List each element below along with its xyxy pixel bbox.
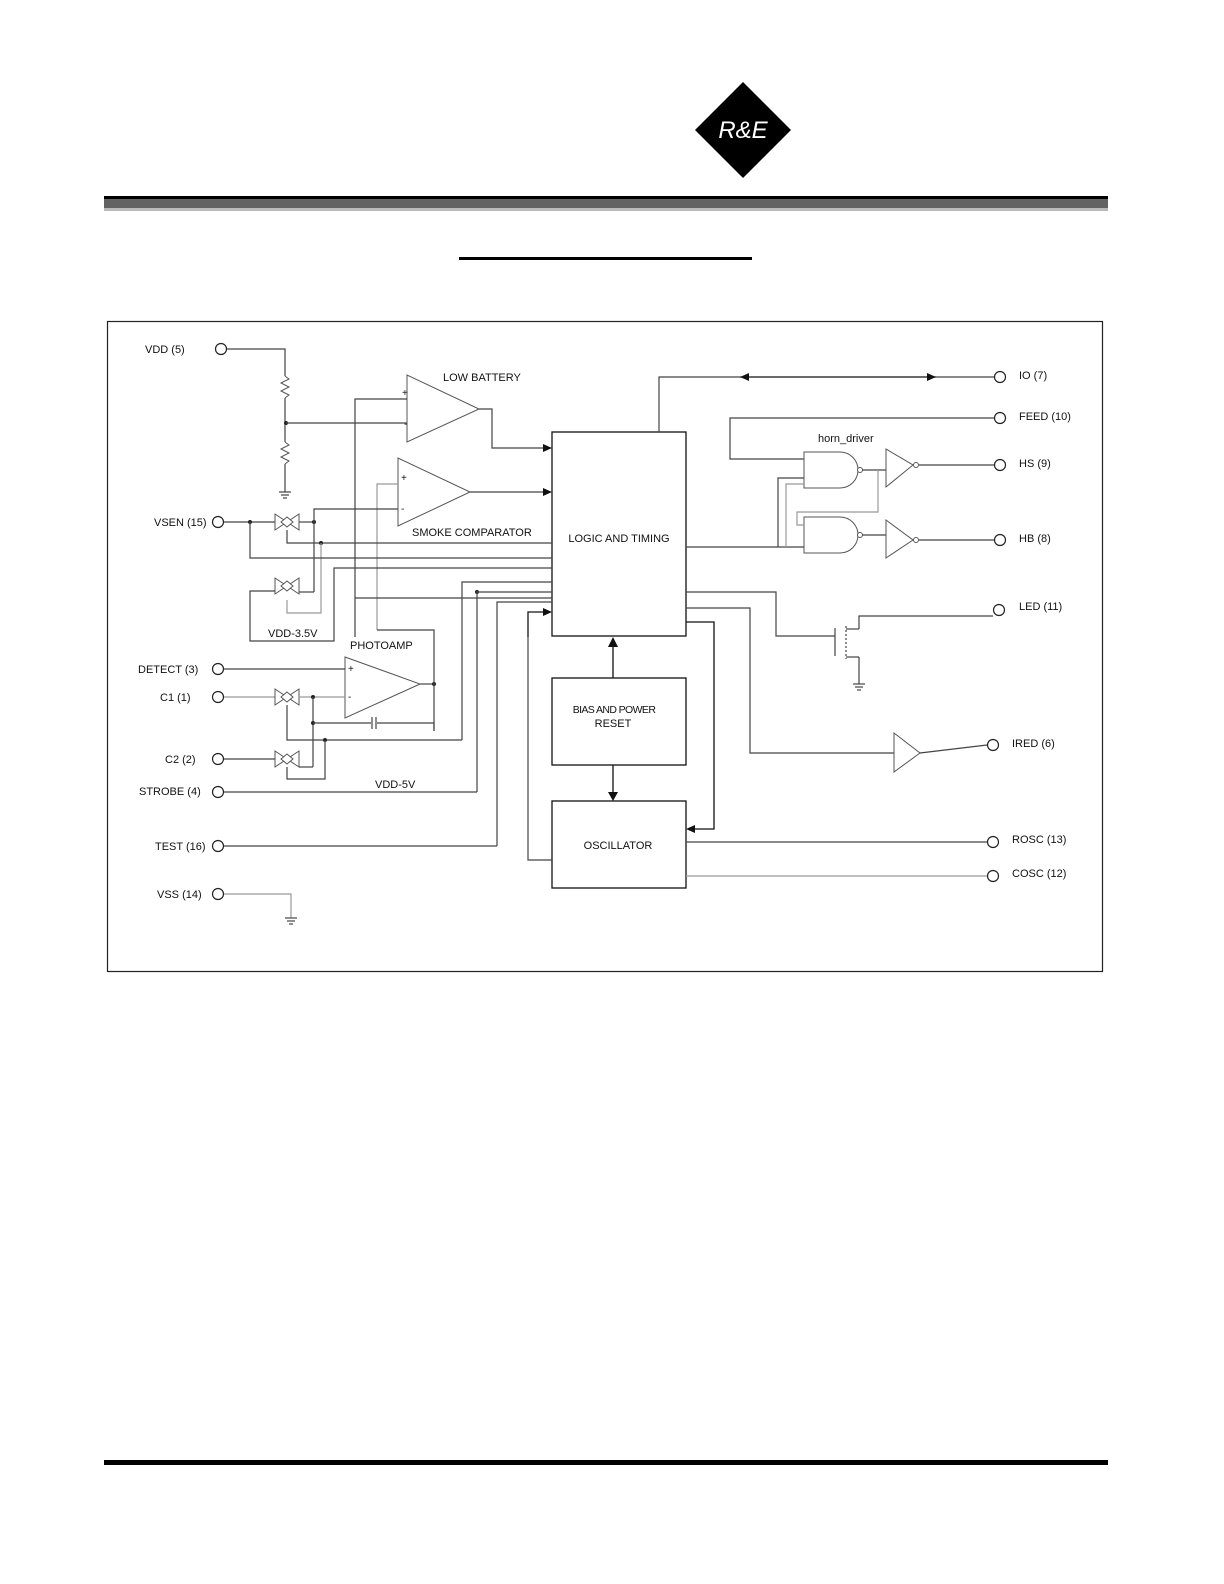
nand-gate-icon [803,516,863,554]
block-diagram: VDD (5) VSEN (15) DETECT (3) C1 (1) C2 (… [106,320,1104,973]
pin-rosc: ROSC (13) [986,834,1066,849]
smoke-comparator-label: SMOKE COMPARATOR [412,527,532,539]
pin-label: HS (9) [1019,458,1051,470]
arrow-left-icon [686,825,695,833]
pin-c1: C1 (1) [160,690,225,704]
photoamp: + - PHOTOAMP [344,640,422,719]
svg-text:+: + [401,473,407,484]
pin-vdd: VDD (5) [145,342,228,356]
pin-label: VSS (14) [157,889,202,901]
pin-label: STROBE (4) [139,786,201,798]
oscillator-block: OSCILLATOR [551,800,687,889]
header-rule [104,196,1108,211]
company-logo: R&E [695,82,791,178]
pin-label: IO (7) [1019,370,1047,382]
pin-label: ROSC (13) [1012,834,1066,846]
low-battery-comparator: + - LOW BATTERY [402,372,521,443]
smoke-comparator: + - SMOKE COMPARATOR [397,457,532,539]
arrow-down-icon [608,792,618,801]
transmission-gate-icon [274,513,300,531]
transmission-gate-icon [274,577,300,595]
logo-text: R&E [718,117,768,144]
transmission-gate-icon [274,750,300,768]
pin-vsen: VSEN (15) [154,515,225,529]
pin-label: COSC (12) [1012,868,1066,880]
arrow-right-icon [543,488,552,496]
pin-label: C1 (1) [160,692,191,704]
title-underline [459,257,752,260]
vdd-3-5v-label: VDD-3.5V [268,628,318,640]
ground-icon [279,491,291,499]
pin-label: LED (11) [1019,601,1062,613]
pin-cosc: COSC (12) [986,868,1066,883]
buffer-icon [893,731,921,773]
transmission-gate-icon [274,688,300,706]
ground-icon [853,683,865,691]
arrow-right-icon [543,608,552,616]
nand-gate-icon [803,451,863,489]
pin-label: VDD (5) [145,344,185,356]
pin-led: LED (11) [992,601,1062,617]
pin-label: DETECT (3) [138,664,198,676]
svg-text:+: + [348,664,354,675]
pin-label: IRED (6) [1012,738,1055,750]
arrow-left-icon [740,373,749,381]
arrow-right-icon [543,444,552,452]
pin-label: HB (8) [1019,533,1051,545]
pin-detect: DETECT (3) [138,662,225,676]
resistor-icon [279,441,291,465]
block-label: LOGIC AND TIMING [568,533,669,545]
bias-power-reset-block: BIAS AND POWER RESET [551,677,687,766]
pin-label: VSEN (15) [154,517,207,529]
svg-text:-: - [404,419,407,430]
footer-rule [104,1460,1108,1465]
pin-vss: VSS (14) [157,887,225,901]
pin-hb: HB (8) [993,533,1051,547]
inverter-icon [885,448,919,489]
pin-feed: FEED (10) [993,411,1071,425]
block-label: OSCILLATOR [584,840,653,852]
photoamp-label: PHOTOAMP [350,640,413,652]
pin-label: C2 (2) [165,754,196,766]
pin-label: FEED (10) [1019,411,1071,423]
pin-c2: C2 (2) [165,752,225,766]
pin-test: TEST (16) [155,839,225,853]
block-label: RESET [595,718,632,730]
pin-label: TEST (16) [155,841,206,853]
pin-hs: HS (9) [993,458,1051,472]
svg-text:-: - [348,692,351,703]
mosfet-icon [834,626,859,659]
block-label: BIAS AND POWER [573,704,657,716]
horn-driver-label: horn_driver [818,433,874,445]
svg-text:+: + [402,388,408,399]
arrow-right-icon [927,373,936,381]
arrow-up-icon [608,637,618,647]
pin-strobe: STROBE (4) [139,785,225,799]
svg-text:-: - [401,504,404,515]
ground-icon [285,917,297,925]
resistor-icon [279,375,291,399]
diagram-frame [106,320,1104,973]
pin-io: IO (7) [993,370,1047,384]
inverter-icon [885,519,919,559]
capacitor-icon [371,717,377,729]
logic-and-timing-block: LOGIC AND TIMING [551,431,687,637]
vdd-5v-label: VDD-5V [375,779,416,791]
pin-ired: IRED (6) [986,738,1055,752]
low-battery-label: LOW BATTERY [443,372,521,384]
